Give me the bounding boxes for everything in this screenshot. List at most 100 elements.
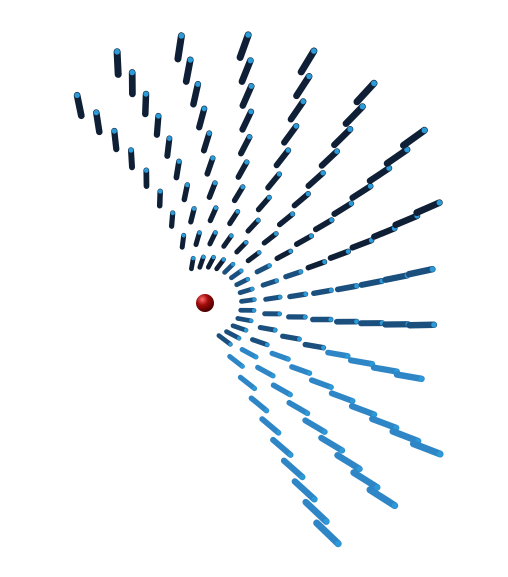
field-rod-tip (311, 496, 318, 502)
field-rod-tip (213, 205, 219, 211)
field-rod-tip (176, 159, 182, 164)
field-rod (370, 364, 400, 375)
field-rod (239, 82, 255, 109)
field-rod (188, 206, 197, 225)
field-rod-tip (155, 113, 161, 119)
field-rod (113, 48, 122, 78)
field-rod-tip (264, 408, 269, 413)
field-rod-tip (339, 447, 345, 453)
field-rod (331, 126, 354, 149)
field-rod (236, 31, 252, 61)
field-rod-tip (347, 126, 353, 132)
field-rod (111, 127, 120, 153)
field-rod-tip (437, 451, 443, 457)
field-rod (273, 147, 292, 169)
field-rod (280, 333, 302, 342)
field-rod-tip (300, 98, 306, 105)
field-rod-tip (288, 452, 293, 458)
field-rod-tip (391, 502, 398, 509)
field-rod-tip (329, 217, 334, 223)
field-rod (334, 452, 363, 473)
field-rod (257, 325, 278, 333)
field-rod-tip (240, 184, 245, 190)
field-rod-tip (306, 73, 312, 80)
field-rod (255, 364, 276, 379)
field-rod (392, 212, 421, 229)
field-rod-tip (244, 159, 250, 165)
field-rod-tip (239, 268, 244, 273)
field-rod (270, 436, 294, 458)
field-rod-tip (237, 336, 241, 341)
field-rod-tip (276, 171, 282, 177)
field-rod (405, 265, 436, 278)
field-rod-tip (210, 155, 216, 161)
field-rod-tip (311, 48, 317, 54)
field-rod-tip (212, 180, 218, 186)
field-rod-tip (350, 398, 355, 404)
field-rod (342, 103, 366, 127)
field-rod (297, 47, 318, 76)
field-rod (237, 286, 255, 296)
field-rod-tip (245, 277, 250, 282)
field-rod (281, 123, 300, 146)
field-rod-tip (111, 128, 117, 134)
field-rod (312, 217, 335, 233)
field-rod (234, 240, 249, 255)
field-rod (196, 105, 208, 131)
field-rod (254, 263, 272, 275)
field-rod (190, 80, 202, 108)
field-rod-tip (345, 353, 351, 359)
field-rod-tip (143, 168, 149, 173)
field-rod (413, 199, 443, 216)
field-rod-tip (114, 48, 120, 55)
field-rod-tip (252, 308, 256, 313)
field-rod (389, 428, 422, 445)
field-rod (174, 32, 185, 63)
field-rod-tip (367, 183, 373, 189)
field-rod-tip (404, 146, 410, 153)
field-rod-tip (322, 259, 327, 265)
field-rod (182, 56, 194, 85)
field-rod (293, 73, 313, 100)
field-rod (349, 183, 374, 201)
field-rod (128, 147, 135, 171)
field-rod-tip (244, 328, 248, 333)
field-rod-tip (290, 211, 295, 217)
field-rod (276, 211, 296, 228)
field-rod (235, 159, 250, 180)
field-rod-tip (356, 466, 363, 472)
field-rod-tip (93, 109, 100, 116)
field-rod-tip (270, 373, 276, 378)
field-rod-tip (266, 195, 272, 200)
field-rod-tip (273, 328, 278, 333)
field-rod-tip (285, 147, 291, 153)
field-rod (173, 158, 182, 181)
field-rod-tip (274, 278, 279, 283)
field-rod (164, 135, 173, 159)
field-rod (181, 182, 191, 203)
field-rod-tip (421, 127, 428, 134)
field-rod-tip (195, 81, 201, 87)
field-rod-tip (328, 317, 334, 322)
field-rod (261, 231, 279, 246)
field-rod-tip (143, 91, 149, 97)
field-rod-tip (323, 518, 330, 525)
field-rod (153, 112, 162, 138)
field-rod (227, 208, 241, 227)
field-rod-tip (286, 356, 291, 362)
field-rod-tip (248, 83, 254, 89)
field-rod-tip (221, 257, 226, 262)
field-rod-tip (277, 311, 282, 316)
field-rod-tip (245, 32, 252, 38)
field-rod (156, 188, 163, 209)
field-rod-tip (436, 199, 443, 206)
field-rod-tip (418, 376, 425, 382)
field-rod-tip (287, 392, 293, 397)
field-rod-tip (191, 256, 196, 261)
field-rod (366, 164, 393, 185)
field-rod (311, 287, 334, 297)
field-rod-tip (256, 250, 262, 255)
field-rod-tip (305, 410, 310, 416)
field-rod-tip (247, 57, 254, 64)
field-rod (328, 390, 356, 404)
